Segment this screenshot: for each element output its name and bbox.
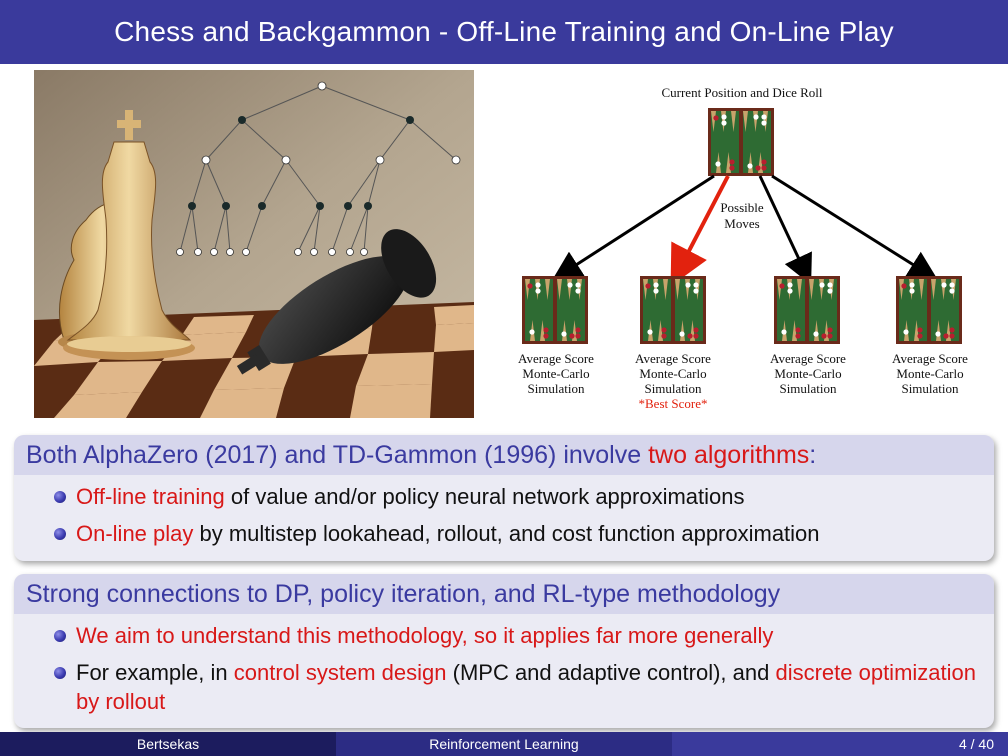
possible-moves-label: Possible (720, 200, 764, 215)
item-highlight: We aim to understand this methodology, s… (76, 623, 774, 648)
connections-block: Strong connections to DP, policy iterati… (14, 574, 994, 728)
footer-author: Bertsekas (0, 732, 336, 756)
leaf-2-best-score: *Best Score* (639, 396, 708, 411)
list-item: Off-line training of value and/or policy… (54, 482, 984, 511)
item-highlight: control system design (233, 660, 447, 685)
bullet-icon (54, 491, 66, 503)
list-item: We aim to understand this methodology, s… (54, 621, 984, 650)
move-arrow-3 (758, 175, 812, 285)
leaf-1-line2: Monte-Carlo (522, 366, 589, 381)
move-arrow-4 (771, 174, 939, 281)
item-text: (MPC and adaptive control), and (446, 660, 776, 685)
list-item: On-line play by multistep lookahead, rol… (54, 519, 984, 548)
leaf-board-icon-3 (774, 276, 840, 344)
root-board-icon (708, 108, 774, 176)
chess-photo-illustration (34, 70, 474, 418)
move-arrow-1 (551, 174, 715, 281)
item-highlight: On-line play (76, 521, 194, 546)
leaf-4-line3: Simulation (901, 381, 959, 396)
leaf-2-line1: Average Score (635, 351, 711, 366)
list-item: For example, in control system design (M… (54, 658, 984, 716)
bullet-icon (54, 630, 66, 642)
leaf-1-line1: Average Score (518, 351, 594, 366)
algorithms-block-header: Both AlphaZero (2017) and TD-Gammon (199… (14, 435, 994, 475)
leaf-2-line2: Monte-Carlo (639, 366, 706, 381)
leaf-board-icon-4 (896, 276, 962, 344)
item-highlight: Off-line training (76, 484, 225, 509)
footer-page-number: 4 / 40 (672, 732, 1008, 756)
leaf-1-line3: Simulation (527, 381, 585, 396)
slide-footer: Bertsekas Reinforcement Learning 4 / 40 (0, 732, 1008, 756)
root-position-label: Current Position and Dice Roll (661, 85, 822, 100)
move-arrow-best (670, 175, 730, 287)
bullet-icon (54, 528, 66, 540)
leaf-3-line3: Simulation (779, 381, 837, 396)
leaf-board-icon-2 (640, 276, 706, 344)
leaf-4-line2: Monte-Carlo (896, 366, 963, 381)
block1-head-highlight: two algorithms (648, 441, 810, 469)
item-text: of value and/or policy neural network ap… (224, 484, 745, 509)
leaf-board-icon-1 (522, 276, 588, 344)
leaf-4-line1: Average Score (892, 351, 968, 366)
leaf-3-line2: Monte-Carlo (774, 366, 841, 381)
leaf-2-line3: Simulation (644, 381, 702, 396)
footer-course: Reinforcement Learning (336, 732, 672, 756)
block1-head-text: Both AlphaZero (2017) and TD-Gammon (199… (26, 441, 649, 469)
chess-photo (34, 70, 474, 418)
diagram-canvas: Current Position and Dice Roll Possible … (518, 85, 968, 411)
bullet-icon (54, 667, 66, 679)
block1-head-colon: : (809, 441, 817, 469)
slide-title: Chess and Backgammon - Off-Line Training… (0, 0, 1008, 64)
possible-moves-label-2: Moves (724, 216, 759, 231)
algorithms-block: Both AlphaZero (2017) and TD-Gammon (199… (14, 435, 994, 561)
item-text: For example, in (76, 660, 234, 685)
item-highlight: discrete optimization by rollout (76, 660, 976, 714)
leaf-3-line1: Average Score (770, 351, 846, 366)
connections-block-header: Strong connections to DP, policy iterati… (14, 574, 994, 614)
item-text: by multistep lookahead, rollout, and cos… (193, 521, 820, 546)
backgammon-rollout-diagram: Current Position and Dice Roll Possible … (500, 70, 1000, 430)
